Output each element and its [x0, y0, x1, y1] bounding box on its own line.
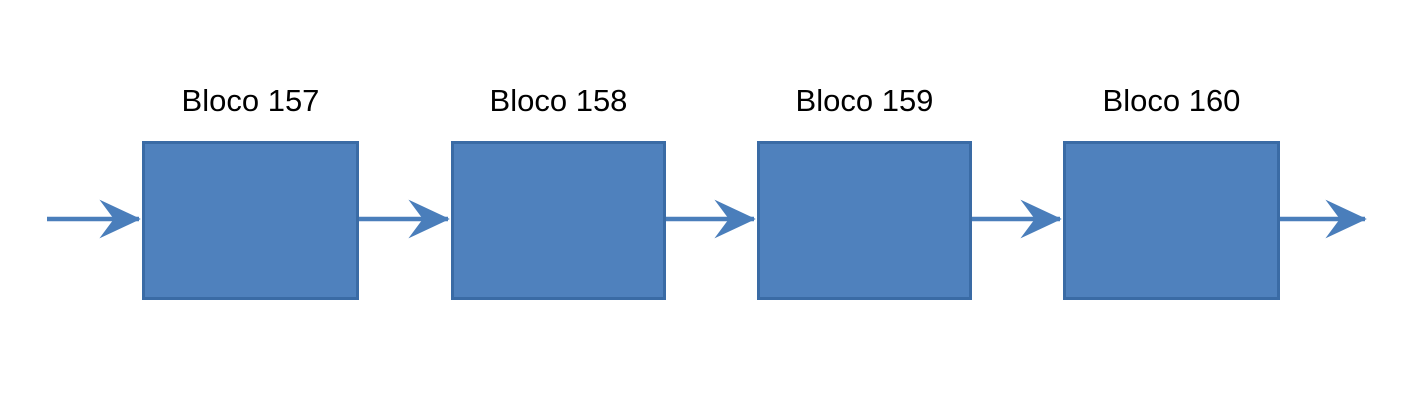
- block-label-157: Bloco 157: [181, 83, 320, 118]
- block-bloco-158[interactable]: [451, 141, 666, 300]
- block-label-158: Bloco 158: [489, 83, 628, 118]
- block-bloco-157[interactable]: [142, 141, 359, 300]
- block-label-159: Bloco 159: [795, 83, 934, 118]
- block-label-160: Bloco 160: [1102, 83, 1241, 118]
- block-bloco-160[interactable]: [1063, 141, 1280, 300]
- block-bloco-159[interactable]: [757, 141, 972, 300]
